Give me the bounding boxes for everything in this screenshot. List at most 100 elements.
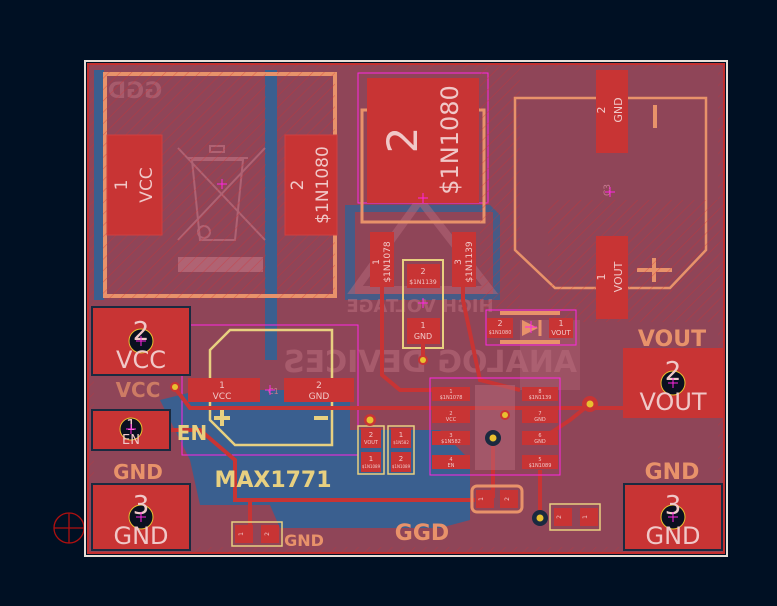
pad-number: 2 bbox=[264, 532, 271, 536]
pad-number: 1 bbox=[595, 274, 608, 281]
gnd-bottom-silk-label: GND bbox=[284, 531, 324, 550]
output-cap-pad-vout[interactable]: 1 VOUT bbox=[595, 236, 628, 319]
pad-net: $1N1080 bbox=[313, 146, 333, 224]
vout-silk-label: VOUT bbox=[638, 327, 706, 352]
pad-number: 2 bbox=[288, 180, 308, 191]
pad-number: 2 bbox=[595, 107, 608, 114]
pad-net: GND bbox=[414, 332, 432, 341]
connector-pin-number: 3 bbox=[665, 491, 682, 521]
mosfet-pad-3[interactable]: 3 $1N1139 bbox=[452, 232, 476, 287]
pad-net: $1N582 bbox=[393, 440, 409, 445]
pad-number: 2 bbox=[399, 455, 403, 463]
pad-number: 3 bbox=[454, 259, 464, 265]
pin-net: GND bbox=[534, 417, 546, 423]
pad-number: 1 bbox=[399, 431, 403, 439]
connector-net: EN bbox=[122, 433, 140, 448]
pin-number: 6 bbox=[538, 433, 541, 439]
diode-footprint bbox=[485, 309, 577, 346]
pad-net: $1N1089 bbox=[362, 464, 381, 469]
ic-pin-1[interactable]: 1$1N1078 bbox=[432, 387, 470, 401]
pin-number: 4 bbox=[449, 457, 452, 463]
board-edge bbox=[84, 60, 728, 557]
pad-number: 2 bbox=[556, 515, 563, 519]
pad-net: VOUT bbox=[551, 329, 571, 337]
pin-number: 2 bbox=[449, 411, 452, 417]
high-voltage-back-label: HIGH VOLTAGE bbox=[346, 296, 493, 317]
connector-net: VOUT bbox=[639, 388, 706, 416]
pad-number: 1 bbox=[219, 381, 225, 391]
output-cap-pad-gnd[interactable]: 2 GND bbox=[595, 70, 628, 153]
diode-pad-2[interactable]: 2 $1N1080 bbox=[487, 318, 513, 338]
pad-net: $1N1139 bbox=[465, 241, 475, 282]
ic-pin-8[interactable]: 8$1N1139 bbox=[522, 387, 558, 401]
pad-net: VOUT bbox=[364, 440, 379, 446]
pad-number: 1 bbox=[558, 319, 563, 328]
pad-number: 1 bbox=[420, 321, 425, 330]
mosfet-pad-1[interactable]: 1 $1N1078 bbox=[370, 232, 394, 287]
ic-pin-4[interactable]: 4EN bbox=[432, 455, 470, 469]
diode-pad-1[interactable]: 1 VOUT bbox=[549, 318, 573, 338]
pin-net: $1N1089 bbox=[529, 463, 552, 469]
pad-net: GND bbox=[612, 97, 625, 122]
origin-marker-icon bbox=[53, 512, 85, 544]
input-cap-pad-vcc[interactable]: 1 VCC bbox=[188, 378, 260, 402]
pin-net: $1N1139 bbox=[529, 395, 552, 401]
pad-number: 2 bbox=[369, 431, 373, 439]
small-part-1[interactable]: 2 VOUT 1 $1N1089 bbox=[357, 425, 385, 475]
pad-net: $1N1080 bbox=[436, 85, 464, 195]
pin-number: 3 bbox=[449, 433, 452, 439]
connector-net: GND bbox=[113, 522, 168, 550]
connector-net: GND bbox=[645, 522, 700, 550]
ic-pin-3[interactable]: 3$1N582 bbox=[432, 431, 470, 445]
pad-net: VCC bbox=[137, 167, 157, 202]
ic-pin-5[interactable]: 5$1N1089 bbox=[522, 455, 558, 469]
pad-number: 1 bbox=[238, 532, 245, 536]
pin-net: $1N1078 bbox=[440, 395, 463, 401]
pad-net: VOUT bbox=[612, 261, 625, 292]
pad-net: VCC bbox=[213, 392, 232, 402]
pad-net: $1N1080 bbox=[489, 330, 512, 336]
pin-number: 5 bbox=[538, 457, 541, 463]
pad-number: 1 bbox=[369, 455, 373, 463]
pad-number: 2 bbox=[420, 267, 425, 276]
small-part-3[interactable]: 1 2 bbox=[470, 484, 524, 514]
pad-number: 2 bbox=[497, 319, 502, 328]
small-part-5[interactable]: 1 2 bbox=[231, 521, 283, 547]
pad-net: $1N1139 bbox=[409, 279, 437, 286]
pin-net: GND bbox=[534, 439, 546, 445]
connector-pin-number: 2 bbox=[665, 357, 682, 387]
r5-pad-2[interactable]: 2 $1N1139 bbox=[407, 264, 440, 288]
pad-number: 2 bbox=[378, 127, 427, 154]
vcc-silk-label: VCC bbox=[116, 378, 161, 402]
input-cap-pad-gnd[interactable]: 2 GND bbox=[284, 378, 354, 402]
pad-net: $1N1078 bbox=[383, 241, 393, 282]
mosfet-tab-pad[interactable]: 2 $1N1080 bbox=[367, 78, 479, 203]
pad-net: GND bbox=[309, 392, 330, 402]
en-silk-label: EN bbox=[177, 421, 207, 445]
small-part-4[interactable]: 2 1 bbox=[549, 503, 601, 531]
connector-pin-number: 2 bbox=[133, 317, 150, 347]
output-cap-footprint bbox=[513, 96, 718, 322]
gnd-right-silk-label: GND bbox=[645, 460, 700, 485]
inductor-pad-1[interactable]: 1 VCC bbox=[106, 134, 163, 236]
pad-number: 1 bbox=[582, 515, 589, 519]
pin-number: 8 bbox=[538, 389, 541, 395]
pad-number: 1 bbox=[112, 180, 132, 191]
gnd-left-silk-label: GND bbox=[113, 460, 163, 484]
input-cap-footprint bbox=[181, 324, 359, 456]
pin-number: 1 bbox=[449, 389, 452, 395]
pad-number: 1 bbox=[372, 259, 382, 265]
inductor-pad-2[interactable]: 2 $1N1080 bbox=[284, 134, 338, 236]
c1-ref-label: C1 bbox=[268, 387, 279, 396]
pad-number: 2 bbox=[316, 381, 322, 391]
r5-pad-1[interactable]: 1 GND bbox=[407, 318, 440, 344]
pad-number: 2 bbox=[504, 497, 511, 501]
small-part-2[interactable]: 1 $1N582 2 $1N1089 bbox=[387, 425, 415, 475]
max1771-silk-label: MAX1771 bbox=[214, 468, 331, 493]
ggd-bottom-silk-label: GGD bbox=[395, 521, 449, 546]
